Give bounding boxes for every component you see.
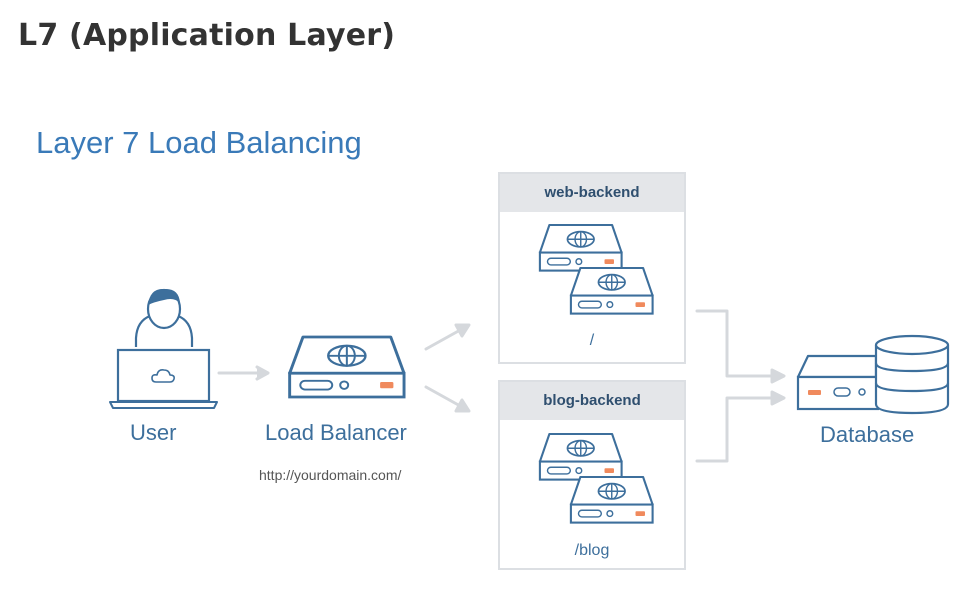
blog-backend-server-stack-icon xyxy=(538,432,654,524)
web-backend-server-stack-icon xyxy=(538,223,654,315)
load-balancer-url: http://yourdomain.com/ xyxy=(259,467,402,483)
load-balancer-icon xyxy=(288,335,406,399)
blog-backend-header: blog-backend xyxy=(500,382,684,420)
web-backend-box: web-backend / xyxy=(498,172,686,364)
user-label: User xyxy=(130,420,177,445)
diagram-title: Layer 7 Load Balancing xyxy=(36,125,362,160)
database-label: Database xyxy=(820,422,915,447)
blog-backend-path: /blog xyxy=(574,542,610,559)
database-icon xyxy=(796,334,950,415)
load-balancer-label: Load Balancer xyxy=(265,420,407,445)
flow-arrows xyxy=(217,309,786,463)
user-laptop-icon xyxy=(109,288,218,409)
web-backend-header: web-backend xyxy=(500,174,684,212)
page-heading: L7 (Application Layer) xyxy=(18,18,396,53)
web-backend-path: / xyxy=(589,332,595,349)
